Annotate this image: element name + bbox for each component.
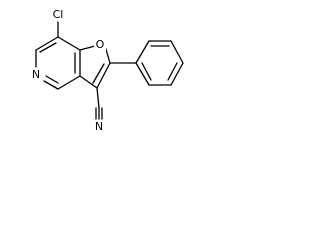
chlorine-atom: Cl — [50, 8, 67, 21]
nitrile-nitrogen-atom: N — [93, 120, 105, 133]
bond-c3-c3a — [79, 75, 98, 89]
chemical-structure: Cl O N N — [30, 8, 184, 133]
bond-n5-c4 — [43, 80, 59, 90]
bond-c7a-o1 — [79, 45, 96, 51]
pyridine-nitrogen-label: N — [32, 68, 40, 81]
bond-ph1-ph2 — [135, 40, 150, 64]
bond-c7-c6-double — [39, 42, 57, 53]
bond-c3-cn-c — [96, 87, 100, 109]
pyridine-ring — [35, 36, 81, 90]
bond-ph3-ph4 — [170, 40, 184, 64]
bond-c7-c7a — [57, 36, 81, 51]
bond-c7-c6 — [35, 36, 59, 51]
bond-c2-c3-double — [92, 63, 105, 84]
bond-c4-c3a — [57, 75, 81, 90]
furan-oxygen-atom: O — [94, 38, 106, 52]
bond-ph4-ph5-double — [167, 62, 178, 81]
phenyl-ring — [109, 40, 184, 86]
bond-ph4-ph5 — [170, 62, 184, 86]
furan-ring — [79, 45, 111, 89]
bond-ph6-ph1-double — [141, 62, 152, 81]
oxygen-label: O — [96, 38, 105, 51]
pyridine-nitrogen-atom: N — [30, 68, 42, 81]
nitrile-nitrogen-label: N — [95, 120, 103, 133]
bond-ph6-ph1 — [135, 62, 150, 86]
atom-labels: Cl O N N — [30, 8, 106, 133]
bond-c2-c3 — [96, 62, 111, 89]
nitrile-group — [95, 87, 103, 120]
chlorine-label: Cl — [53, 8, 64, 21]
bond-n5-c4-double — [45, 75, 59, 84]
